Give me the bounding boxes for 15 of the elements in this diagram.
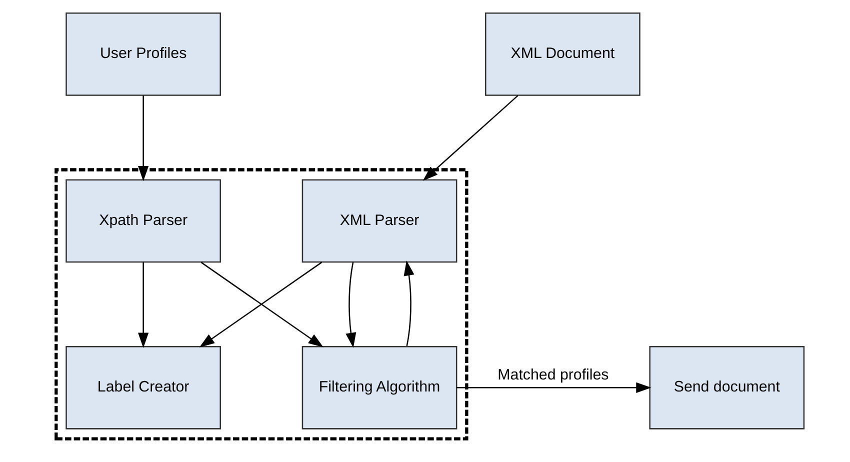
node-box: Label Creator [66, 346, 221, 430]
node-box: Filtering Algorithm [302, 346, 458, 430]
node-box: Xpath Parser [66, 179, 221, 263]
arrow [346, 262, 356, 348]
arrow [138, 262, 149, 348]
node-box: User Profiles [66, 12, 221, 96]
arrow [422, 95, 518, 181]
arrow [138, 96, 149, 182]
arrow [456, 382, 652, 393]
node-box: XML Document [485, 12, 640, 96]
node-box: Send document [649, 346, 805, 430]
node-box: XML Parser [302, 179, 458, 263]
cluster [54, 168, 468, 440]
arrow [404, 260, 414, 346]
edge-label: Matched profiles [498, 366, 609, 384]
